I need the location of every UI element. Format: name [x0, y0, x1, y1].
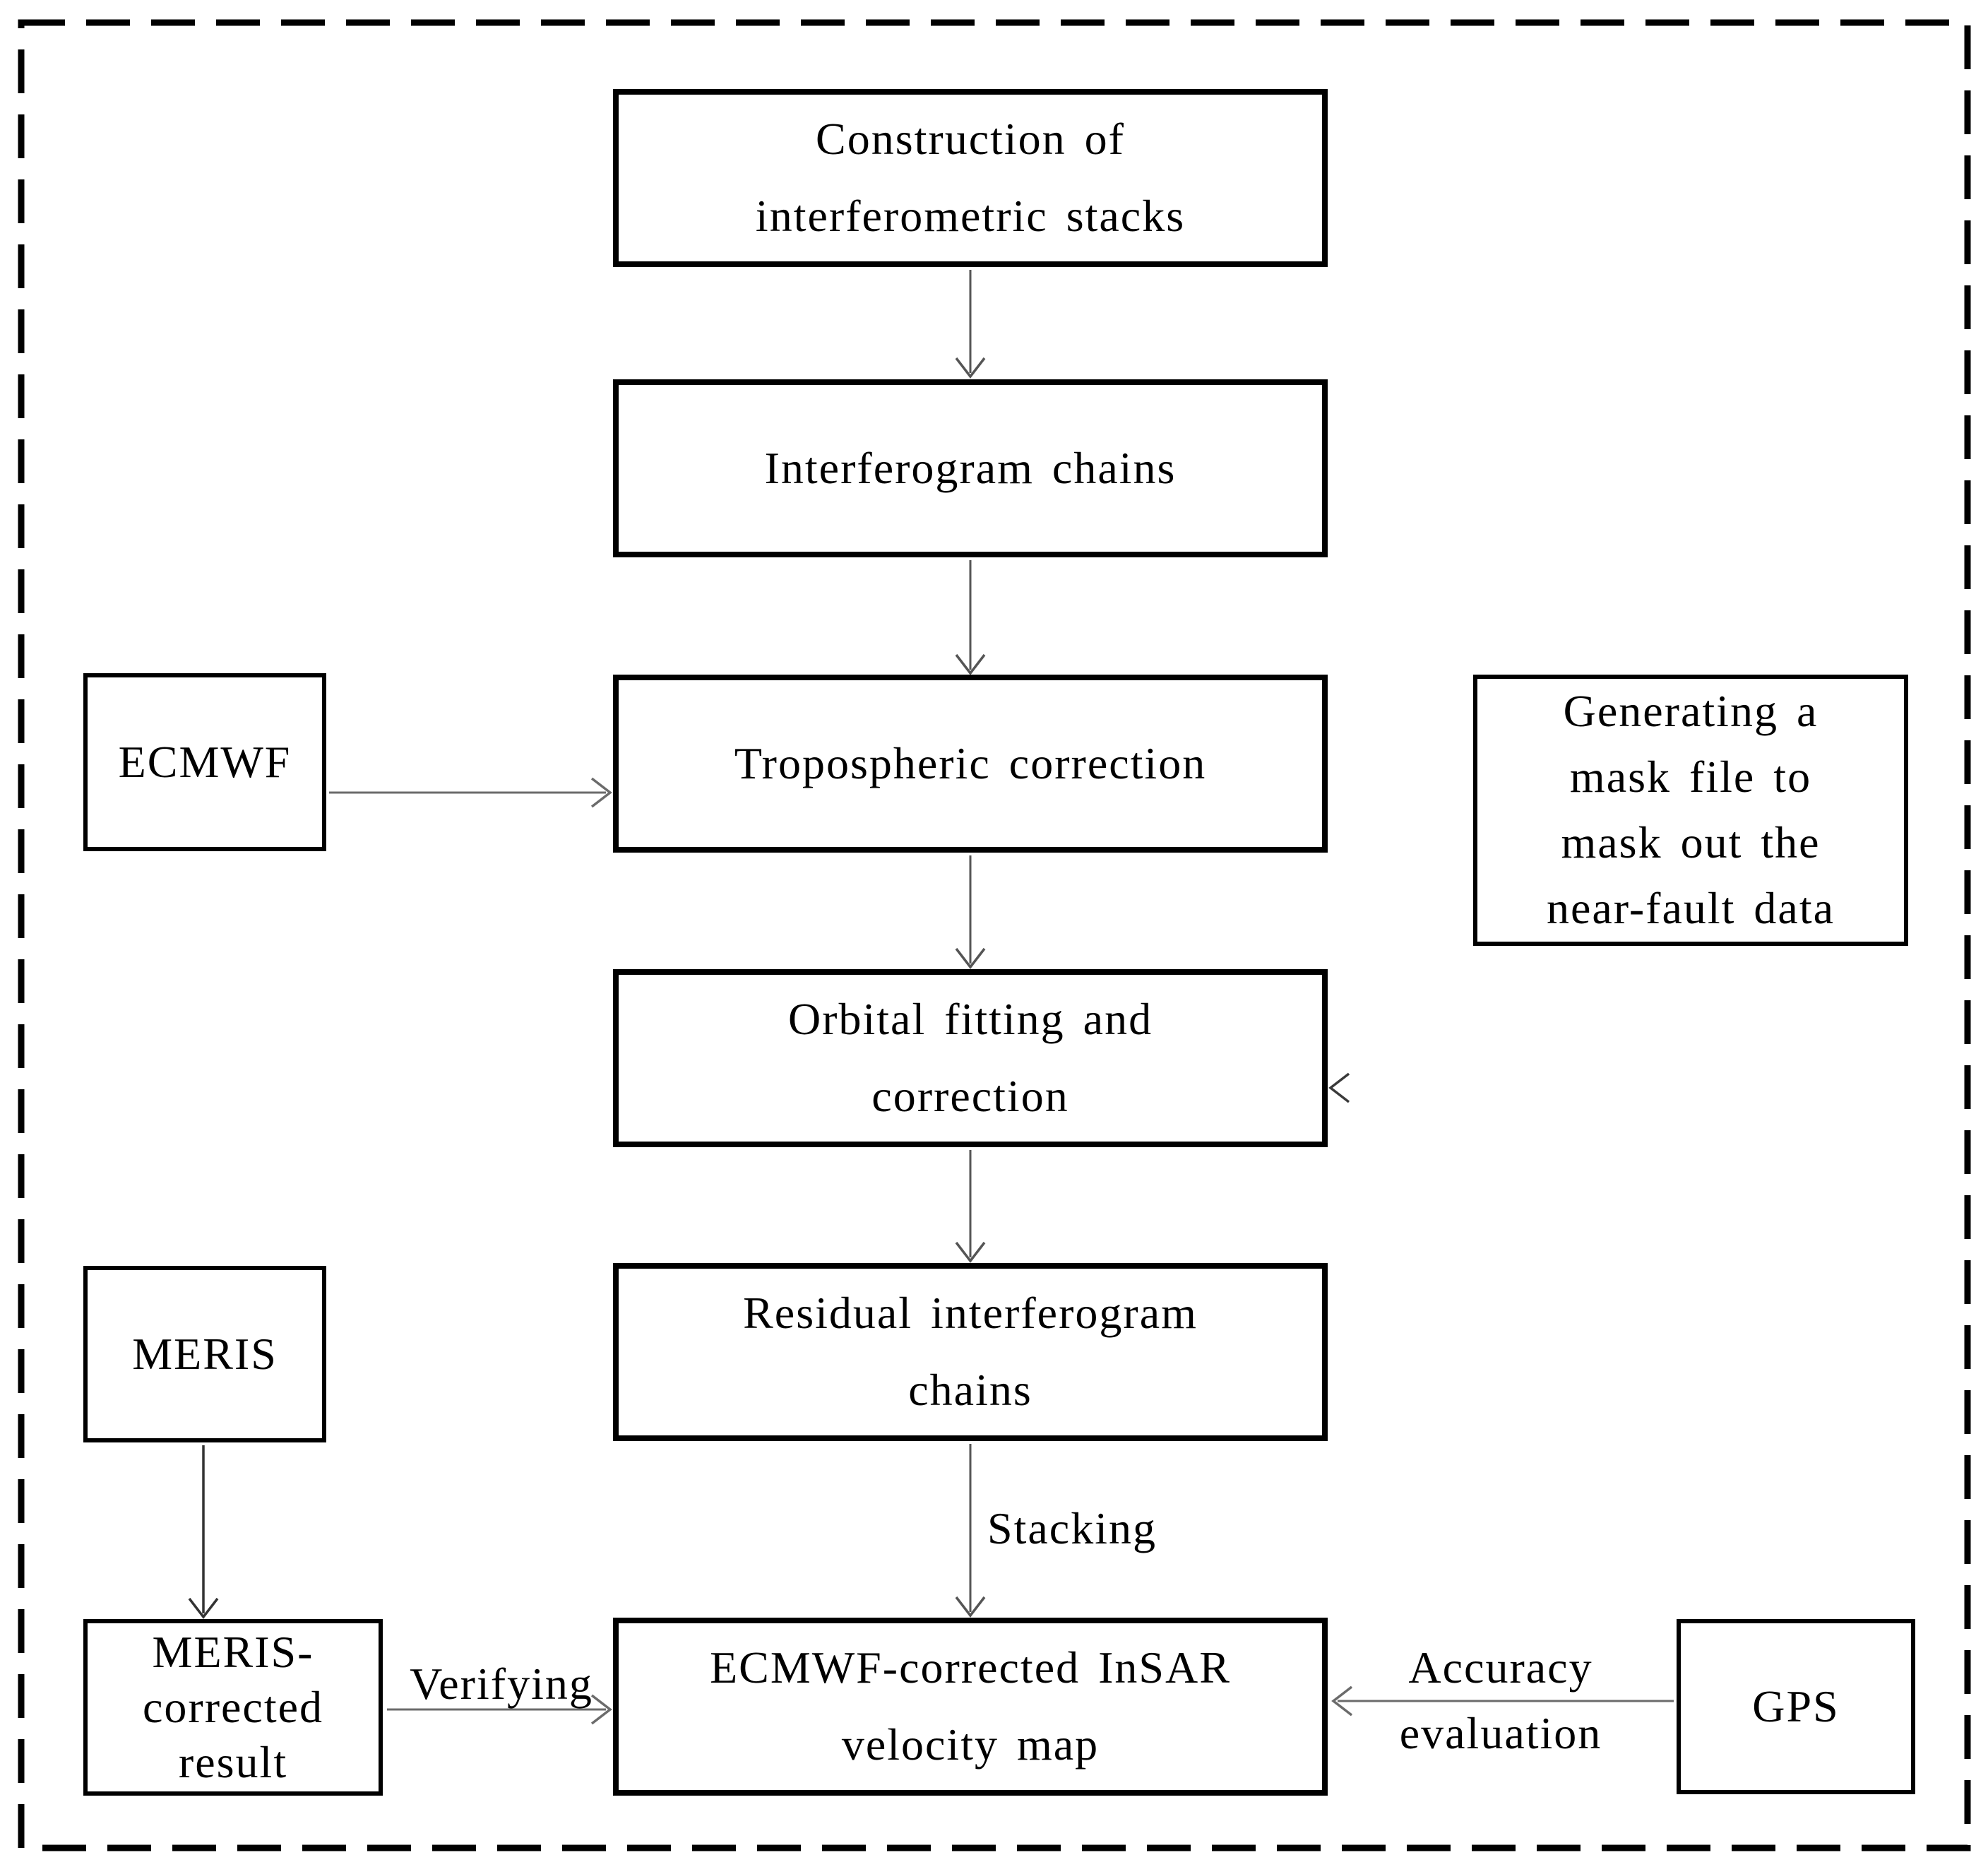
label-verifying: Verifying: [410, 1659, 593, 1709]
box-tropospheric-correction: Tropospheric correction: [613, 675, 1328, 853]
arrow-tropospheric-to-orbital: [955, 855, 986, 969]
arrow-interferogram-to-tropospheric: [955, 560, 986, 675]
box-meris: MERIS: [83, 1266, 326, 1442]
arrowhead-mask-to-orbital: [1328, 1072, 1350, 1103]
outer-dashed-border: [18, 19, 1971, 1851]
box-residual-chains: Residual interferogram chains: [613, 1263, 1328, 1441]
arrow-construction-to-interferogram: [955, 270, 986, 379]
box-ecmwf: ECMWF: [83, 673, 326, 851]
arrow-residual-to-velocity: [955, 1444, 986, 1618]
box-velocity-map: ECMWF-corrected InSAR velocity map: [613, 1618, 1328, 1796]
arrow-meris-to-corrected: [188, 1445, 219, 1619]
arrow-corrected-to-velocity: [387, 1694, 612, 1725]
box-gps: GPS: [1677, 1619, 1915, 1794]
label-accuracy-evaluation: Accuracy evaluation: [1399, 1642, 1602, 1758]
arrow-ecmwf-to-tropospheric: [329, 777, 612, 808]
box-meris-corrected: MERIS- corrected result: [83, 1619, 383, 1796]
label-stacking: Stacking: [987, 1503, 1157, 1553]
box-construction: Construction of interferometric stacks: [613, 89, 1328, 267]
box-orbital-fitting: Orbital fitting and correction: [613, 969, 1328, 1147]
box-mask-note: Generating a mask file to mask out the n…: [1473, 675, 1908, 946]
box-interferogram-chains: Interferogram chains: [613, 379, 1328, 557]
arrow-orbital-to-residual: [955, 1150, 986, 1263]
arrow-gps-to-velocity: [1331, 1685, 1674, 1717]
